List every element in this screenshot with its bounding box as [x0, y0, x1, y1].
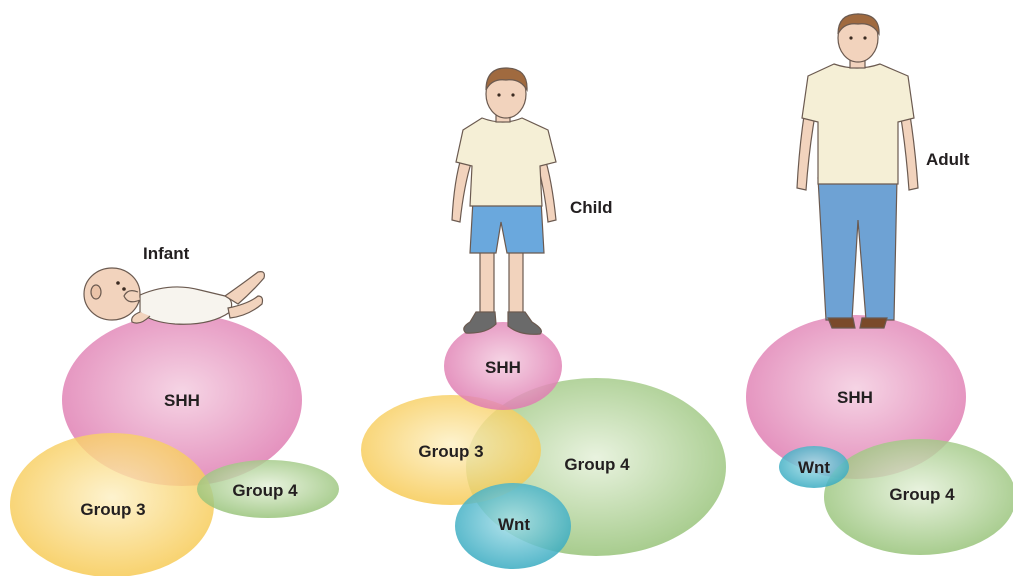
- infant-group4-label: Group 4: [232, 481, 298, 500]
- adult-age-label: Adult: [926, 150, 970, 169]
- infant-panel: SHH Group 3 Group 4 Infant: [10, 244, 339, 576]
- adult-figure: [797, 14, 918, 328]
- infant-group3-label: Group 3: [80, 500, 145, 519]
- child-panel: SHH Group 3 Group 4 Wnt Child: [361, 68, 726, 569]
- child-wnt-label: Wnt: [498, 515, 530, 534]
- infant-shh-label: SHH: [164, 391, 200, 410]
- adult-group4-label: Group 4: [889, 485, 955, 504]
- infant-figure: [84, 268, 264, 324]
- child-group4-label: Group 4: [564, 455, 630, 474]
- child-age-label: Child: [570, 198, 613, 217]
- adult-shh-label: SHH: [837, 388, 873, 407]
- infant-age-label: Infant: [143, 244, 190, 263]
- child-group3-label: Group 3: [418, 442, 483, 461]
- adult-panel: SHH Wnt Group 4 Adult: [746, 14, 1013, 555]
- child-figure: [452, 68, 556, 334]
- adult-wnt-label: Wnt: [798, 458, 830, 477]
- child-shh-label: SHH: [485, 358, 521, 377]
